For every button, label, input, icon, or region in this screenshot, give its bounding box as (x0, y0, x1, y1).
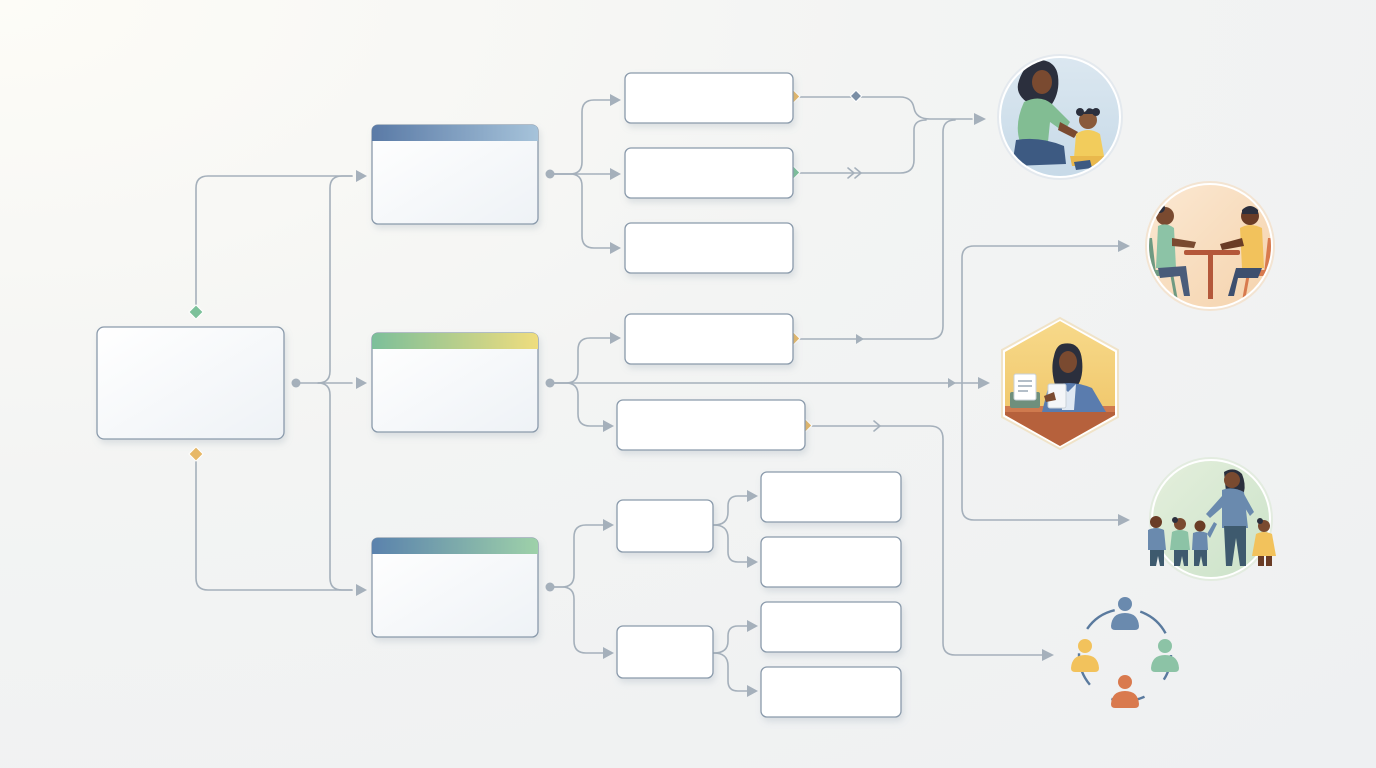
branch-node-3[interactable] (371, 537, 539, 638)
arrow-community-in (1042, 649, 1054, 661)
branch-node-1[interactable] (371, 124, 539, 225)
arrow-leaf1c-in (610, 242, 621, 254)
connector-branch1-leaf1a (549, 99, 611, 175)
connector-branch2-leaf2b (549, 382, 606, 427)
children-figures (1148, 516, 1276, 566)
counseling-meeting-icon (1145, 181, 1275, 311)
connector-branch2-leaf2a (549, 337, 611, 384)
connector-branch3-sub3a (549, 524, 605, 588)
connector-root-branch1 (195, 175, 353, 313)
leaf-node-2b[interactable] (616, 399, 806, 451)
arrow-branch1-in (356, 170, 367, 182)
branch-node-2[interactable] (371, 332, 539, 433)
leaf-node-3a1[interactable] (760, 471, 902, 523)
connector-branch1-leaf1c (549, 173, 611, 249)
community-person-right (1151, 639, 1179, 672)
chevron-right-icon (873, 420, 882, 432)
arrow-counseling-in (1118, 240, 1130, 252)
branch-2-header (372, 333, 538, 349)
connector-sub3a-leaf1 (713, 495, 751, 526)
leaf-node-3b2[interactable] (760, 666, 902, 718)
leaf-node-3b1[interactable] (760, 601, 902, 653)
diamond-root-top (188, 304, 204, 320)
connector-to-counseling (961, 245, 1119, 384)
connectors (195, 96, 1119, 692)
leaf-node-3a2[interactable] (760, 536, 902, 588)
junction-dots (291, 169, 555, 592)
community-person-top (1111, 597, 1139, 630)
arrowheads (356, 94, 1130, 697)
connector-to-family (961, 382, 1119, 521)
connector-leaf2b-out (811, 425, 1043, 656)
arrow-caseworker-in (978, 377, 990, 389)
junction-branch1 (545, 169, 555, 179)
arrow-leaf3a2-in (747, 556, 758, 568)
connector-leaf1b-out (799, 119, 927, 174)
junction-root (291, 378, 301, 388)
arrow-leaf3b1-in (747, 620, 758, 632)
junction-branch3 (545, 582, 555, 592)
community-person-left (1071, 639, 1099, 672)
connector-branch3-sub3b (549, 586, 605, 654)
connector-leaf1a-out (799, 96, 973, 120)
leaf-node-1b[interactable] (624, 147, 794, 199)
nodes (96, 72, 902, 718)
arrow-sub3b-in (603, 647, 614, 659)
diamond-leaf1a-mid (849, 89, 863, 103)
branch-1-header (372, 125, 538, 141)
chevron-markers (847, 167, 882, 432)
arrow-family-in (1118, 514, 1130, 526)
arrow-leaf1a-in (610, 94, 621, 106)
sub-node-3b[interactable] (616, 625, 714, 679)
connector-sub3a-leaf2 (713, 524, 751, 563)
arrow-mid-leaf2a (856, 334, 864, 344)
arrow-leaf3a1-in (747, 490, 758, 502)
community-network-icon (1071, 597, 1179, 708)
arrow-branch2-in (356, 377, 367, 389)
arrow-leaf2a-in (610, 332, 621, 344)
connector-sub3b-leaf1 (713, 625, 751, 654)
double-chevron-icon (847, 167, 863, 179)
sub-node-3a[interactable] (616, 499, 714, 553)
arrow-leaf2b-in (603, 420, 614, 432)
connector-root-branch3 (195, 453, 353, 591)
family-group-icon (1148, 457, 1276, 581)
caseworker-desk-icon (1001, 316, 1119, 451)
connector-trunk-up (317, 175, 353, 384)
diamond-root-bottom (188, 446, 204, 462)
arrow-illus1-in (974, 113, 986, 125)
leaf-node-2a[interactable] (624, 313, 794, 365)
arrow-leaf1b-in (610, 168, 621, 180)
community-person-bottom (1111, 675, 1139, 708)
arrow-leaf3b2-in (747, 685, 758, 697)
root-node[interactable] (96, 326, 285, 440)
arrow-branch3-in (356, 584, 367, 596)
arrow-mid-caseworker (948, 378, 956, 388)
leaf-node-1c[interactable] (624, 222, 794, 274)
leaf-node-1a[interactable] (624, 72, 794, 124)
connector-leaf2a-out (799, 119, 956, 340)
connector-trunk-down (317, 382, 353, 591)
parent-child-play-icon (997, 54, 1123, 180)
junction-branch2 (545, 378, 555, 388)
arrow-sub3a-in (603, 519, 614, 531)
connector-sub3b-leaf2 (713, 652, 751, 692)
branch-3-header (372, 538, 538, 554)
